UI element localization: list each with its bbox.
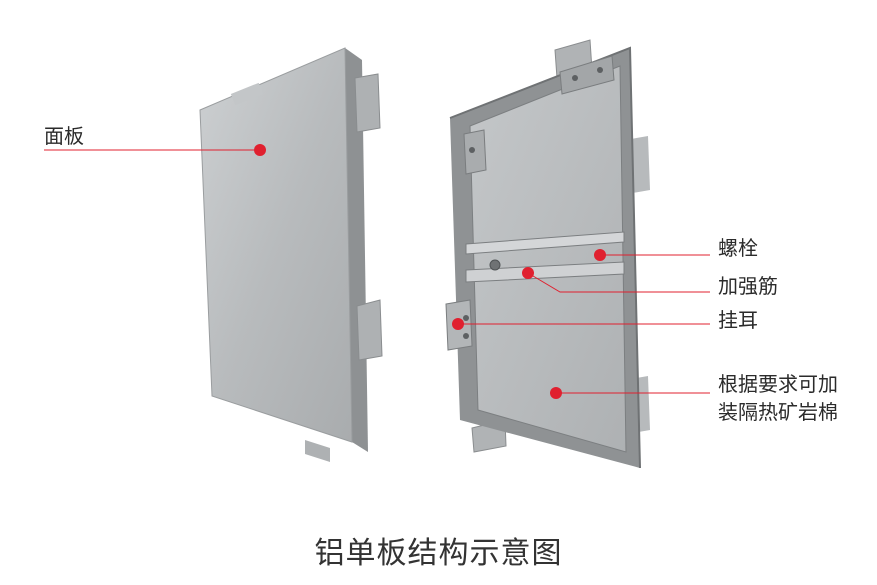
hanger-bolt xyxy=(469,147,475,153)
callout-dot-insulation xyxy=(550,387,562,399)
side-hanger-top xyxy=(463,129,487,175)
bracket-bolt xyxy=(572,75,578,81)
corner-bracket-top xyxy=(559,55,615,95)
front-hanger-top xyxy=(354,73,381,133)
label-insulation-line1: 根据要求可加 xyxy=(718,372,838,396)
callouts xyxy=(44,144,710,399)
back-frame-lip xyxy=(449,46,641,469)
label-bolt: 螺栓 xyxy=(718,236,758,260)
label-insulation-line2: 装隔热矿岩棉 xyxy=(718,400,838,424)
label-face-panel: 面板 xyxy=(44,124,84,148)
diagram-caption: 铝单板结构示意图 xyxy=(314,536,563,571)
callout-dot-face xyxy=(254,144,266,156)
stiffener-upper xyxy=(465,231,625,255)
callout-dot-hanger xyxy=(452,318,464,330)
front-hanger-bottom xyxy=(356,299,383,361)
callout-line-stiffener xyxy=(527,272,710,293)
label-hanger: 挂耳 xyxy=(718,308,758,332)
stiffener-lower xyxy=(465,261,625,283)
front-bottom-tab xyxy=(305,440,330,462)
back-panel xyxy=(445,39,650,469)
hanger-bolt xyxy=(463,333,469,339)
label-stiffener: 加强筋 xyxy=(718,274,778,298)
callout-dot-bolt xyxy=(594,249,606,261)
bracket-bolt xyxy=(597,67,603,73)
front-panel xyxy=(199,47,383,462)
front-top-tab xyxy=(230,82,264,106)
hanger-bolt xyxy=(463,315,469,321)
callout-dot-stiffener xyxy=(522,267,534,279)
front-panel-face xyxy=(199,47,353,443)
stiffener-bolt xyxy=(489,259,501,271)
